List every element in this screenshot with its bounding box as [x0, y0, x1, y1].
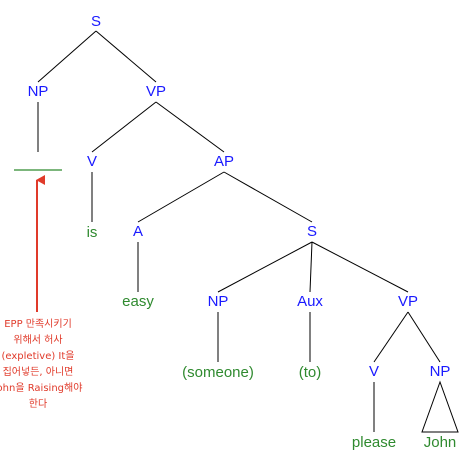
- branch-ap-s: [223, 171, 313, 223]
- word-please: please: [352, 434, 396, 451]
- branch-vp-ap: [155, 101, 225, 153]
- branch-s-np2: [217, 241, 313, 293]
- word-to: (to): [299, 364, 322, 381]
- node-np-subject: NP: [28, 83, 49, 100]
- annotation-line: John을 Raising해야: [0, 381, 82, 394]
- branch-vp-v: [91, 101, 157, 153]
- node-s-root: S: [91, 13, 101, 30]
- node-v-please: V: [369, 363, 379, 380]
- word-someone: (someone): [182, 364, 254, 381]
- word-easy: easy: [122, 293, 154, 310]
- node-s-embedded: S: [307, 223, 317, 240]
- tree-branches: [37, 30, 459, 433]
- node-v-is: V: [87, 153, 97, 170]
- node-vp-main: VP: [146, 83, 166, 100]
- node-np-embedded: NP: [208, 293, 229, 310]
- branch-vp2-v: [373, 311, 409, 363]
- branch-s-aux: [309, 241, 313, 293]
- annotation-line: EPP 만족시키기: [4, 318, 72, 330]
- node-a: A: [133, 223, 143, 240]
- annotation-line: 한다: [29, 398, 47, 410]
- branch-s-vp: [95, 30, 157, 83]
- annotation-line: 집어넣든, 아니면: [3, 366, 74, 378]
- word-is: is: [87, 224, 98, 241]
- node-ap: AP: [214, 153, 234, 170]
- branch-s-vp2: [311, 241, 409, 293]
- node-vp-embedded: VP: [398, 293, 418, 310]
- annotation-note: EPP 만족시키기 위해서 허사 (expletive) It을 집어넣든, 아…: [0, 318, 82, 410]
- word-john: John: [424, 434, 457, 451]
- annotation-line: 위해서 허사: [13, 333, 62, 346]
- node-np-object: NP: [430, 363, 451, 380]
- node-aux: Aux: [297, 293, 323, 310]
- annotation-line: (expletive) It을: [2, 350, 75, 362]
- branch-vp2-np: [407, 311, 441, 363]
- branch-s-np: [37, 30, 97, 83]
- triangle-np-john: [421, 380, 459, 433]
- branch-ap-a: [137, 171, 225, 223]
